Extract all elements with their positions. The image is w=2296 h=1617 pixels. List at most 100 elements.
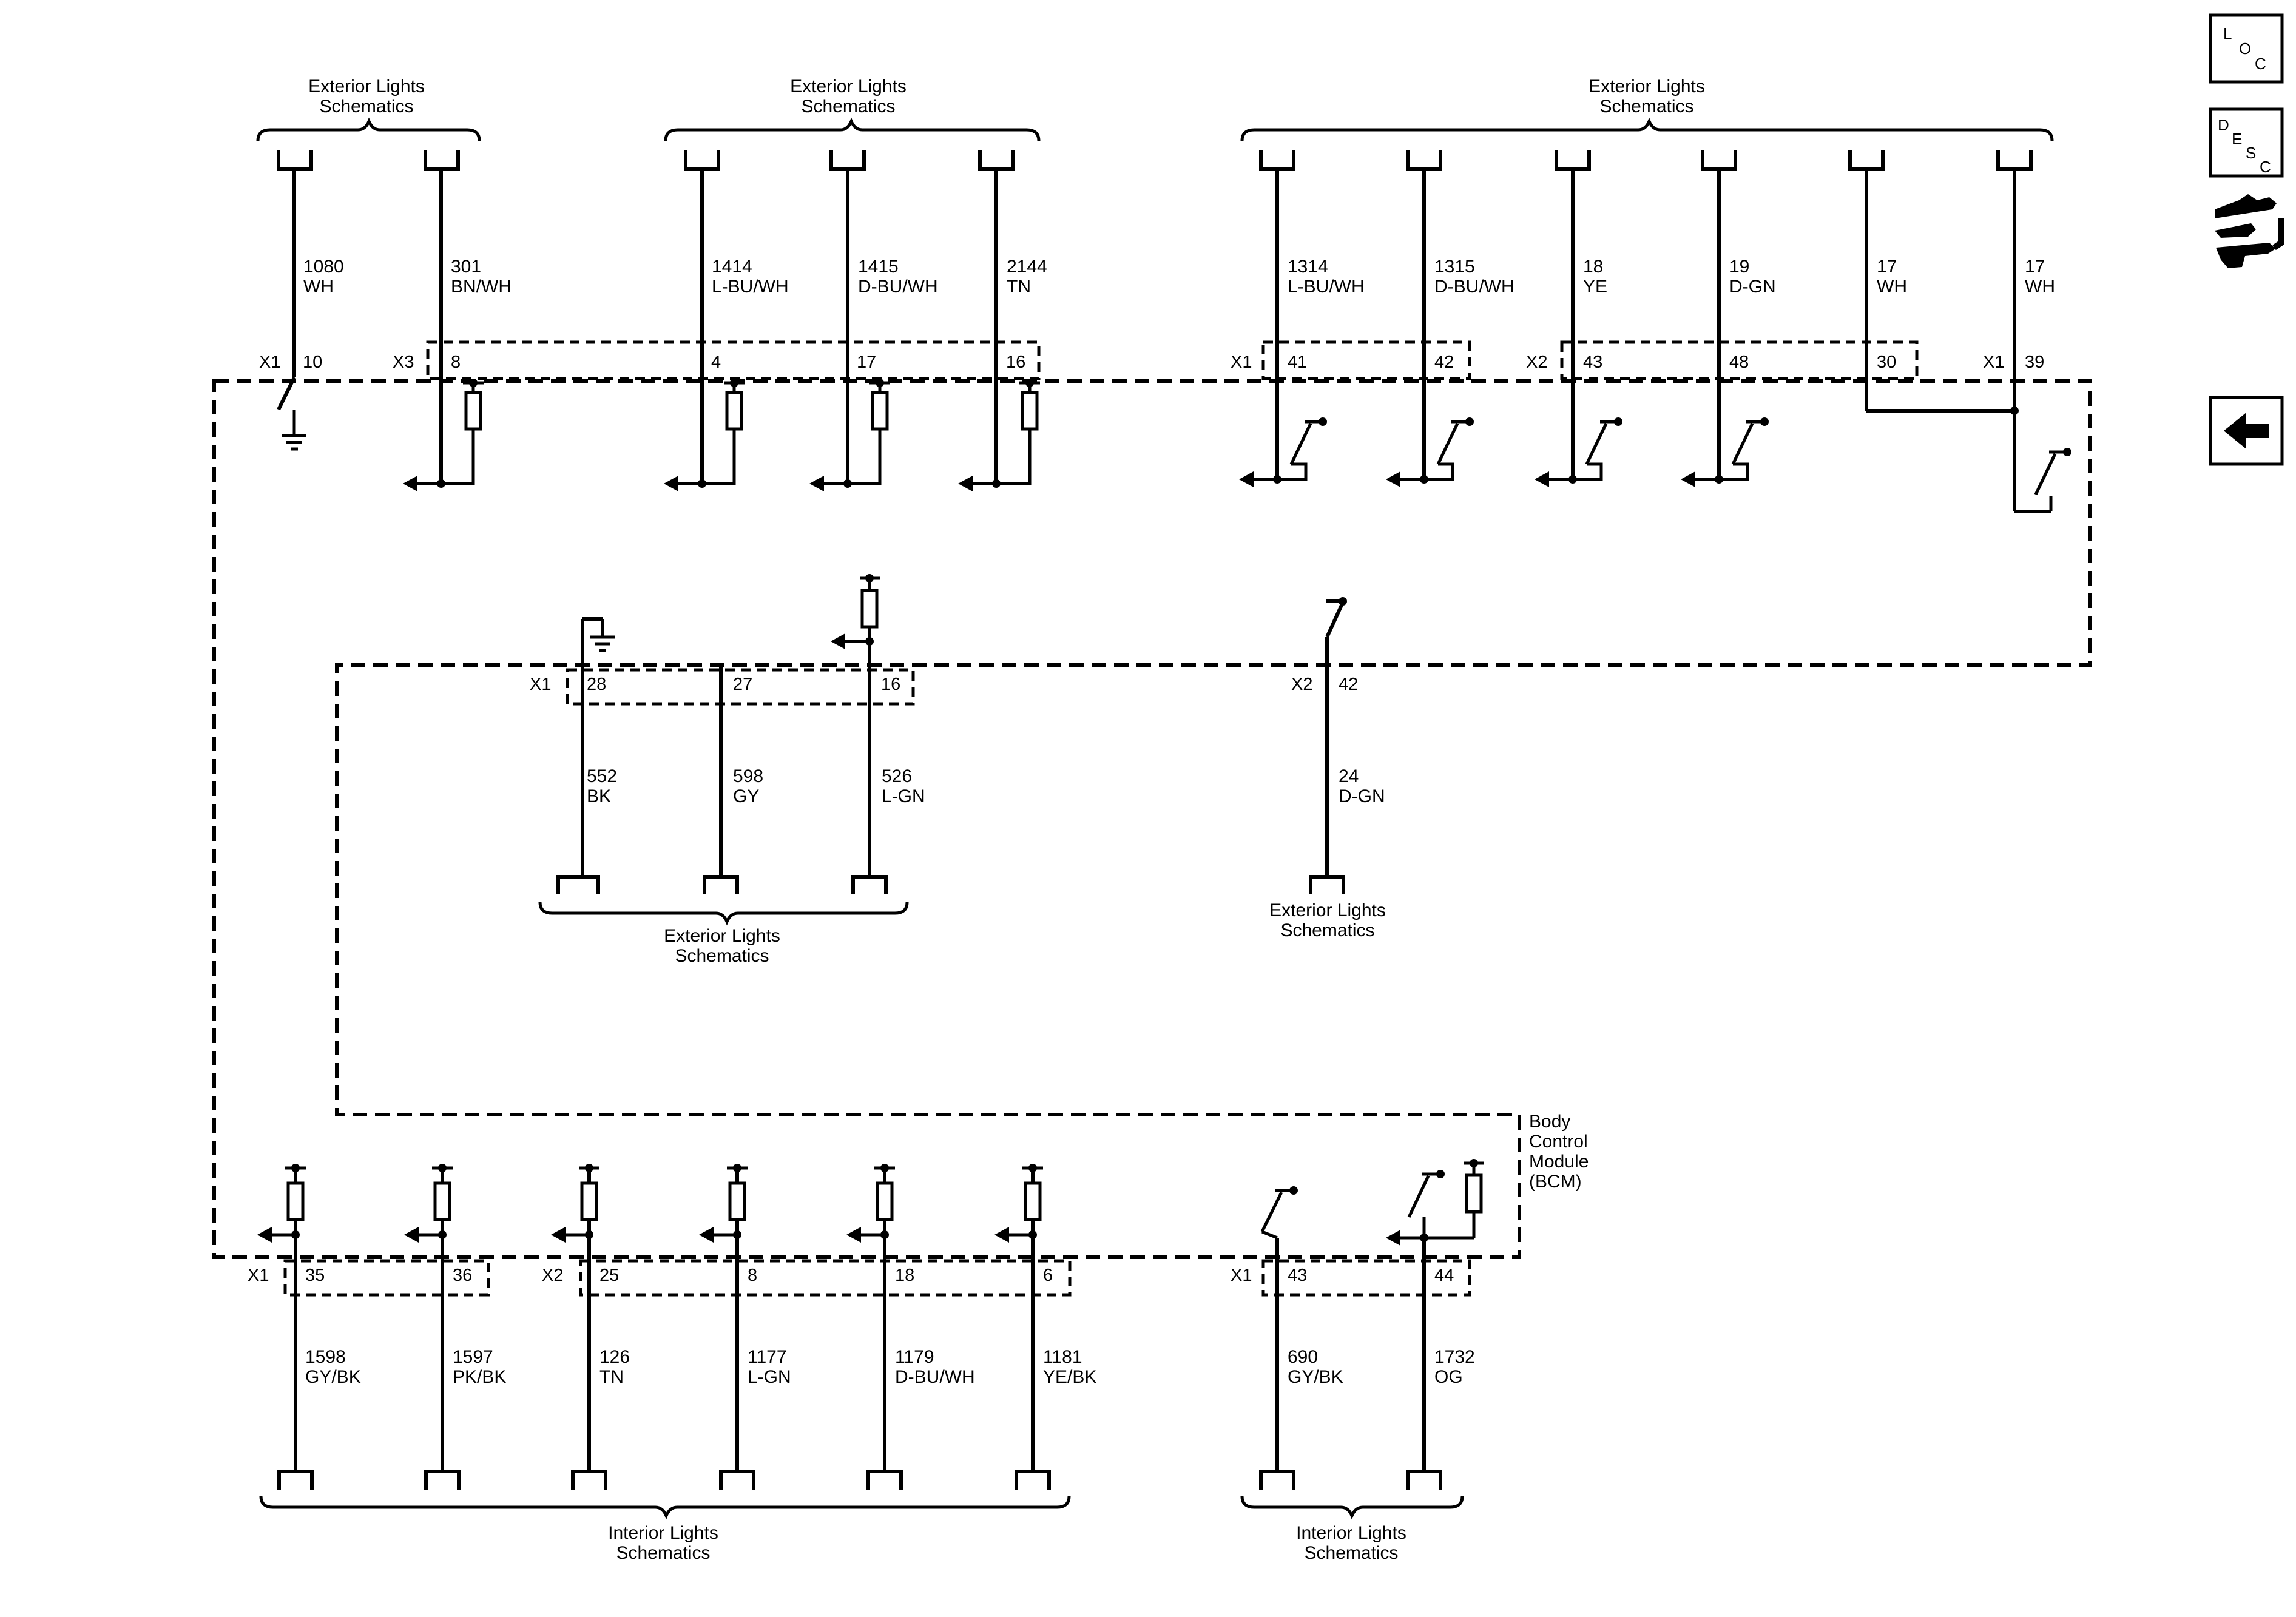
desc-letter: C xyxy=(2260,158,2271,176)
circuit-number: 1181 xyxy=(1043,1347,1082,1367)
circuit-number: 1598 xyxy=(305,1347,346,1367)
pin-number: 39 xyxy=(2025,353,2044,372)
pin-number: 36 xyxy=(453,1266,472,1285)
back-button[interactable] xyxy=(2209,396,2284,466)
circuit-number: 17 xyxy=(2025,257,2045,277)
pin-number: 17 xyxy=(857,353,876,372)
group-label: Schematics xyxy=(1280,920,1374,940)
pin-number: 27 xyxy=(733,675,752,694)
bottom-harness-cups xyxy=(277,1470,1442,1490)
wire-color: D-GN xyxy=(1729,277,1776,297)
wire-color: L-GN xyxy=(882,786,925,806)
pin-number: 42 xyxy=(1434,353,1454,372)
connector-id: X1 xyxy=(1231,353,1252,372)
wire-color: D-BU/WH xyxy=(1434,277,1514,297)
wire-color: D-BU/WH xyxy=(858,277,938,297)
bottom-pin-labels: X1 35 36 X2 25 8 18 6 X1 43 44 xyxy=(248,1266,1454,1285)
group-label: Schematics xyxy=(616,1543,710,1563)
top-harness-cups xyxy=(277,150,2033,171)
group-label: Exterior Lights xyxy=(664,926,780,946)
mid-wires xyxy=(581,578,1345,877)
pin-number: 30 xyxy=(1877,353,1896,372)
wire-color: L-BU/WH xyxy=(712,277,789,297)
wire-color: BN/WH xyxy=(451,277,512,297)
circuit-number: 24 xyxy=(1339,766,1359,786)
mid-brace xyxy=(538,902,909,926)
mid-pullup xyxy=(840,576,880,643)
mid-pin-labels: X1 28 27 16 X2 42 xyxy=(530,675,1358,694)
wire-color: GY xyxy=(733,786,759,806)
wire-color: L-BU/WH xyxy=(1288,277,1365,297)
group-label: Schematics xyxy=(1599,96,1693,116)
connector-id: X2 xyxy=(1526,353,1547,372)
connector-id: X1 xyxy=(1231,1266,1252,1285)
desc-button[interactable]: D E S C xyxy=(2209,107,2284,178)
connector-id: X2 xyxy=(542,1266,563,1285)
top-wire-labels: 1080 WH 301 BN/WH 1414 L-BU/WH 1415 D-BU… xyxy=(303,257,2055,297)
top-pin-labels: X1 10 X3 8 4 17 16 X1 41 42 X2 43 48 30 … xyxy=(259,353,2044,372)
top-wires xyxy=(277,169,2051,513)
bottom-pullups xyxy=(267,1161,1484,1240)
circuit-number: 598 xyxy=(733,766,763,786)
group-label: Schematics xyxy=(319,96,413,116)
group-label: Interior Lights xyxy=(1296,1523,1406,1543)
connector-id: X1 xyxy=(259,353,280,372)
group-label: Schematics xyxy=(675,946,769,966)
pin-number: 28 xyxy=(587,675,606,694)
pin-number: 43 xyxy=(1288,1266,1307,1285)
connector-id: X2 xyxy=(1291,675,1312,694)
wire-color: WH xyxy=(303,277,334,297)
ground-icon xyxy=(590,635,615,652)
loc-letter: C xyxy=(2255,55,2266,73)
pin-number: 4 xyxy=(711,353,721,372)
circuit-number: 1415 xyxy=(858,257,899,277)
circuit-number: 2144 xyxy=(1007,257,1047,277)
bcm-outline xyxy=(212,379,2092,1259)
wire-color: OG xyxy=(1434,1367,1463,1387)
loc-button[interactable]: L O C xyxy=(2209,13,2284,84)
circuit-number: 552 xyxy=(587,766,617,786)
loc-letter: O xyxy=(2239,39,2251,58)
svg-text:(BCM): (BCM) xyxy=(1529,1172,1582,1192)
top-braces xyxy=(256,117,2054,141)
desc-letter: S xyxy=(2246,144,2256,162)
connector-id: X1 xyxy=(248,1266,269,1285)
circuit-number: 18 xyxy=(1583,257,1603,277)
wire-color: YE xyxy=(1583,277,1607,297)
circuit-number: 1080 xyxy=(303,257,344,277)
wire-color: TN xyxy=(599,1367,624,1387)
top-nodes xyxy=(403,379,2071,491)
group-label: Exterior Lights xyxy=(1589,76,1705,96)
mid-nodes xyxy=(831,574,1347,649)
circuit-number: 1179 xyxy=(895,1347,934,1367)
group-label: Interior Lights xyxy=(608,1523,718,1543)
pin-number: 41 xyxy=(1288,353,1307,372)
circuit-number: 19 xyxy=(1729,257,1749,277)
circuit-number: 1177 xyxy=(748,1347,787,1367)
pin-number: 44 xyxy=(1434,1266,1454,1285)
pin-number: 8 xyxy=(748,1266,757,1285)
group-label: Schematics xyxy=(1304,1543,1398,1563)
bottom-wire-labels: 1598 GY/BK 1597 PK/BK 126 TN 1177 L-GN 1… xyxy=(305,1347,1475,1387)
pin-number: 48 xyxy=(1729,353,1749,372)
connector-id: X1 xyxy=(530,675,551,694)
wire-color: YE/BK xyxy=(1043,1367,1096,1387)
wire-color: WH xyxy=(2025,277,2055,297)
circuit-number: 1315 xyxy=(1434,257,1475,277)
loc-letter: L xyxy=(2223,24,2232,42)
wire-color: GY/BK xyxy=(1288,1367,1343,1387)
circuit-number: 1732 xyxy=(1434,1347,1475,1367)
wire-color: GY/BK xyxy=(305,1367,361,1387)
wire-color: WH xyxy=(1877,277,1907,297)
bcm-label: Body Control Module (BCM) xyxy=(1529,1112,1589,1192)
pin-number: 35 xyxy=(305,1266,325,1285)
circuit-number: 690 xyxy=(1288,1347,1318,1367)
desc-letter: D xyxy=(2218,116,2229,134)
pin-number: 43 xyxy=(1583,353,1602,372)
svg-text:Control: Control xyxy=(1529,1132,1588,1152)
ground-icon xyxy=(282,410,306,451)
connector-tool-icon[interactable] xyxy=(2215,194,2284,268)
wire-color: L-GN xyxy=(748,1367,791,1387)
svg-text:Body: Body xyxy=(1529,1112,1570,1132)
